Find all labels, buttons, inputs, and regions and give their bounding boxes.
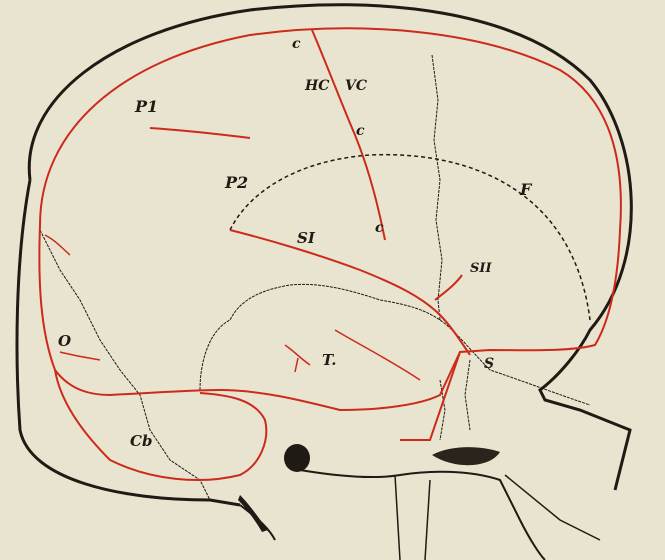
squamous-suture <box>200 284 590 405</box>
red-sylvian-line <box>230 230 470 355</box>
red-occipital-branch <box>60 352 100 360</box>
label-f: F <box>519 180 533 199</box>
label-p1: P1 <box>134 97 158 116</box>
zygomatic-shadow <box>432 447 500 465</box>
dashed-arc <box>230 155 590 320</box>
label-vc: VC <box>345 78 367 94</box>
mastoid-shadow <box>238 495 268 532</box>
label-o: O <box>58 332 71 350</box>
red-central-line <box>312 30 385 240</box>
skull-base <box>240 470 545 560</box>
label-t: T. <box>322 351 336 369</box>
jaw-process <box>395 475 600 560</box>
label-c-low: c <box>375 220 384 236</box>
lambdoid-suture <box>40 230 210 500</box>
skull-outline <box>29 5 631 490</box>
coronal-suture <box>432 55 442 320</box>
red-t-line-1 <box>285 345 310 372</box>
label-cb: Cb <box>130 432 152 450</box>
label-c-mid: c <box>356 123 365 139</box>
red-t-line-2 <box>335 330 420 380</box>
ear-canal <box>284 444 310 472</box>
label-s1: SI <box>297 229 316 247</box>
label-c-top: c <box>292 36 301 52</box>
red-lower-loop <box>39 225 460 410</box>
red-left-branch <box>45 235 70 255</box>
label-s2: SII <box>470 261 492 276</box>
label-p2: P2 <box>224 173 248 192</box>
red-cerebellar-loop <box>55 370 266 480</box>
label-s: S <box>484 356 494 372</box>
skull-outline-back <box>17 180 240 505</box>
label-hc: HC <box>304 78 329 94</box>
red-p1-line <box>150 128 250 138</box>
